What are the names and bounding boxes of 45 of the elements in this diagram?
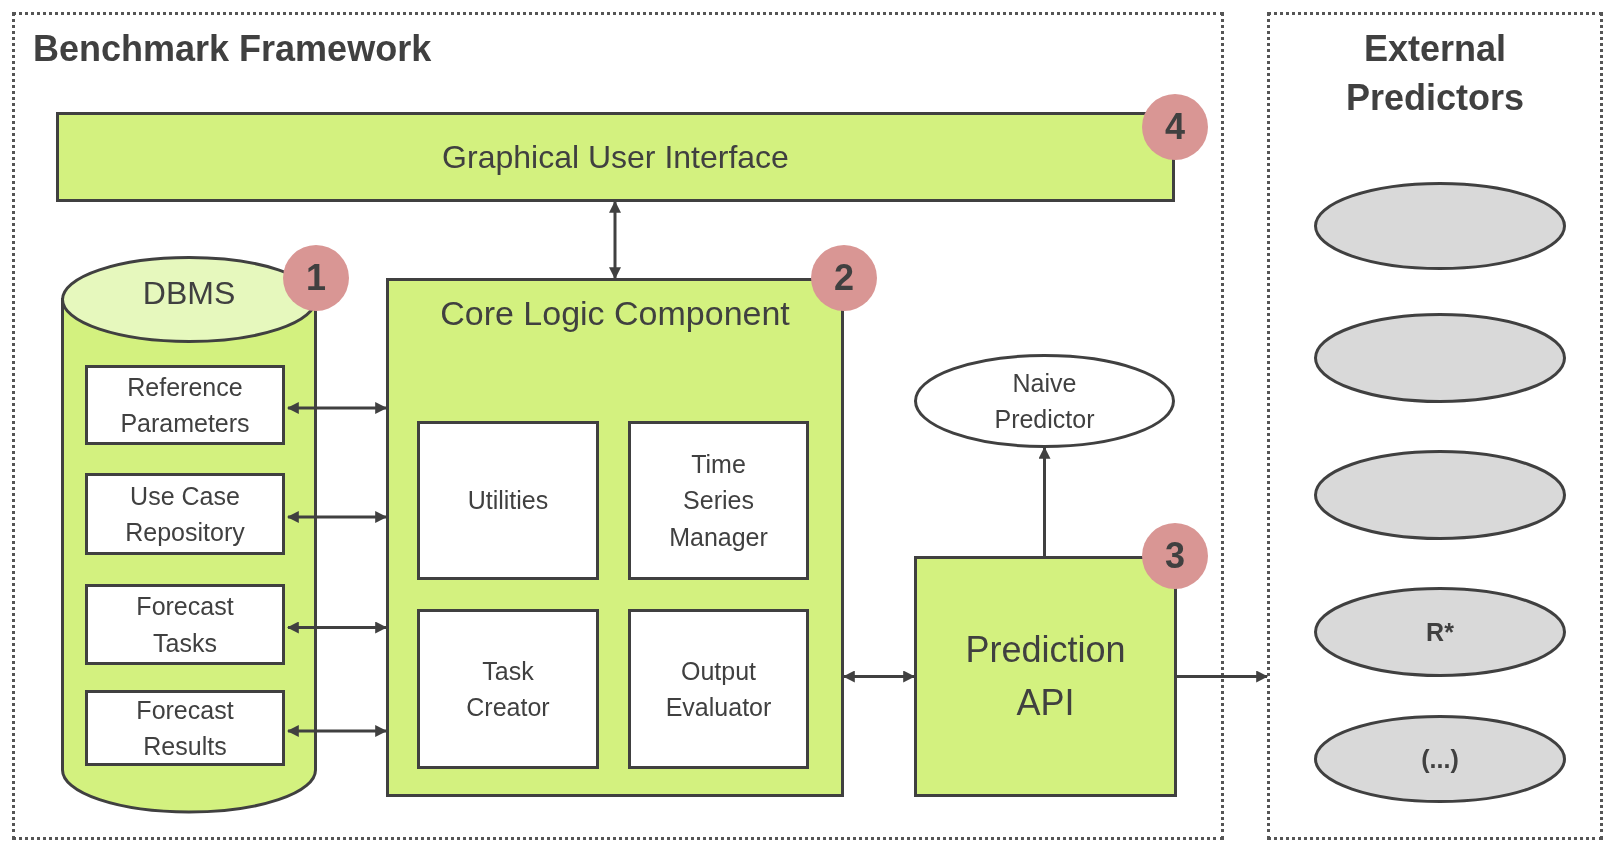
callout-number: 1 (283, 245, 349, 311)
box-label: Reference Parameters (119, 371, 251, 439)
box-label: Naive Predictor (993, 367, 1096, 435)
module-box (85, 365, 285, 445)
region-heading: External Predictors (1344, 27, 1526, 120)
module-box (417, 609, 599, 769)
dotted-region (12, 12, 1224, 840)
arrow (1038, 446, 1051, 556)
callout-number: 2 (811, 245, 877, 311)
arrow (286, 621, 388, 634)
region-heading: Benchmark Framework (33, 27, 432, 71)
arrow (842, 670, 916, 683)
module-box (85, 584, 285, 665)
box-label: R* (1426, 616, 1454, 648)
predictor-ellipse (1314, 313, 1566, 403)
box-label: Use Case Repository (124, 480, 246, 548)
box-label: (...) (1421, 743, 1459, 775)
arrow (286, 402, 388, 414)
box-label: Graphical User Interface (442, 137, 789, 177)
box-label: Forecast Tasks (135, 591, 235, 659)
database-label: DBMS (141, 274, 237, 313)
predictor-ellipse (1314, 587, 1566, 677)
predictor-ellipse (1314, 182, 1566, 270)
arrow (286, 511, 388, 523)
box-label: Prediction API (964, 628, 1127, 725)
predictor-ellipse (1314, 715, 1566, 803)
predictor-ellipse (914, 354, 1175, 448)
predictor-ellipse (1314, 450, 1566, 540)
module-box (85, 690, 285, 766)
box-label: Output Evaluator (664, 655, 773, 723)
component-heading: Core Logic Component (440, 293, 790, 334)
arrow (286, 725, 388, 737)
module-box (628, 609, 809, 769)
box-label: Forecast Results (135, 694, 235, 762)
box-label: Time Series Manager (668, 449, 769, 553)
arrow (609, 200, 621, 280)
box-label: Task Creator (465, 655, 551, 723)
box-label: Utilities (467, 485, 549, 517)
dotted-region (1267, 12, 1603, 840)
arrow (1177, 670, 1269, 683)
module-box (628, 421, 809, 580)
module-box (85, 473, 285, 555)
module-box (417, 421, 599, 580)
callout-number: 4 (1142, 94, 1208, 160)
callout-number: 3 (1142, 523, 1208, 589)
